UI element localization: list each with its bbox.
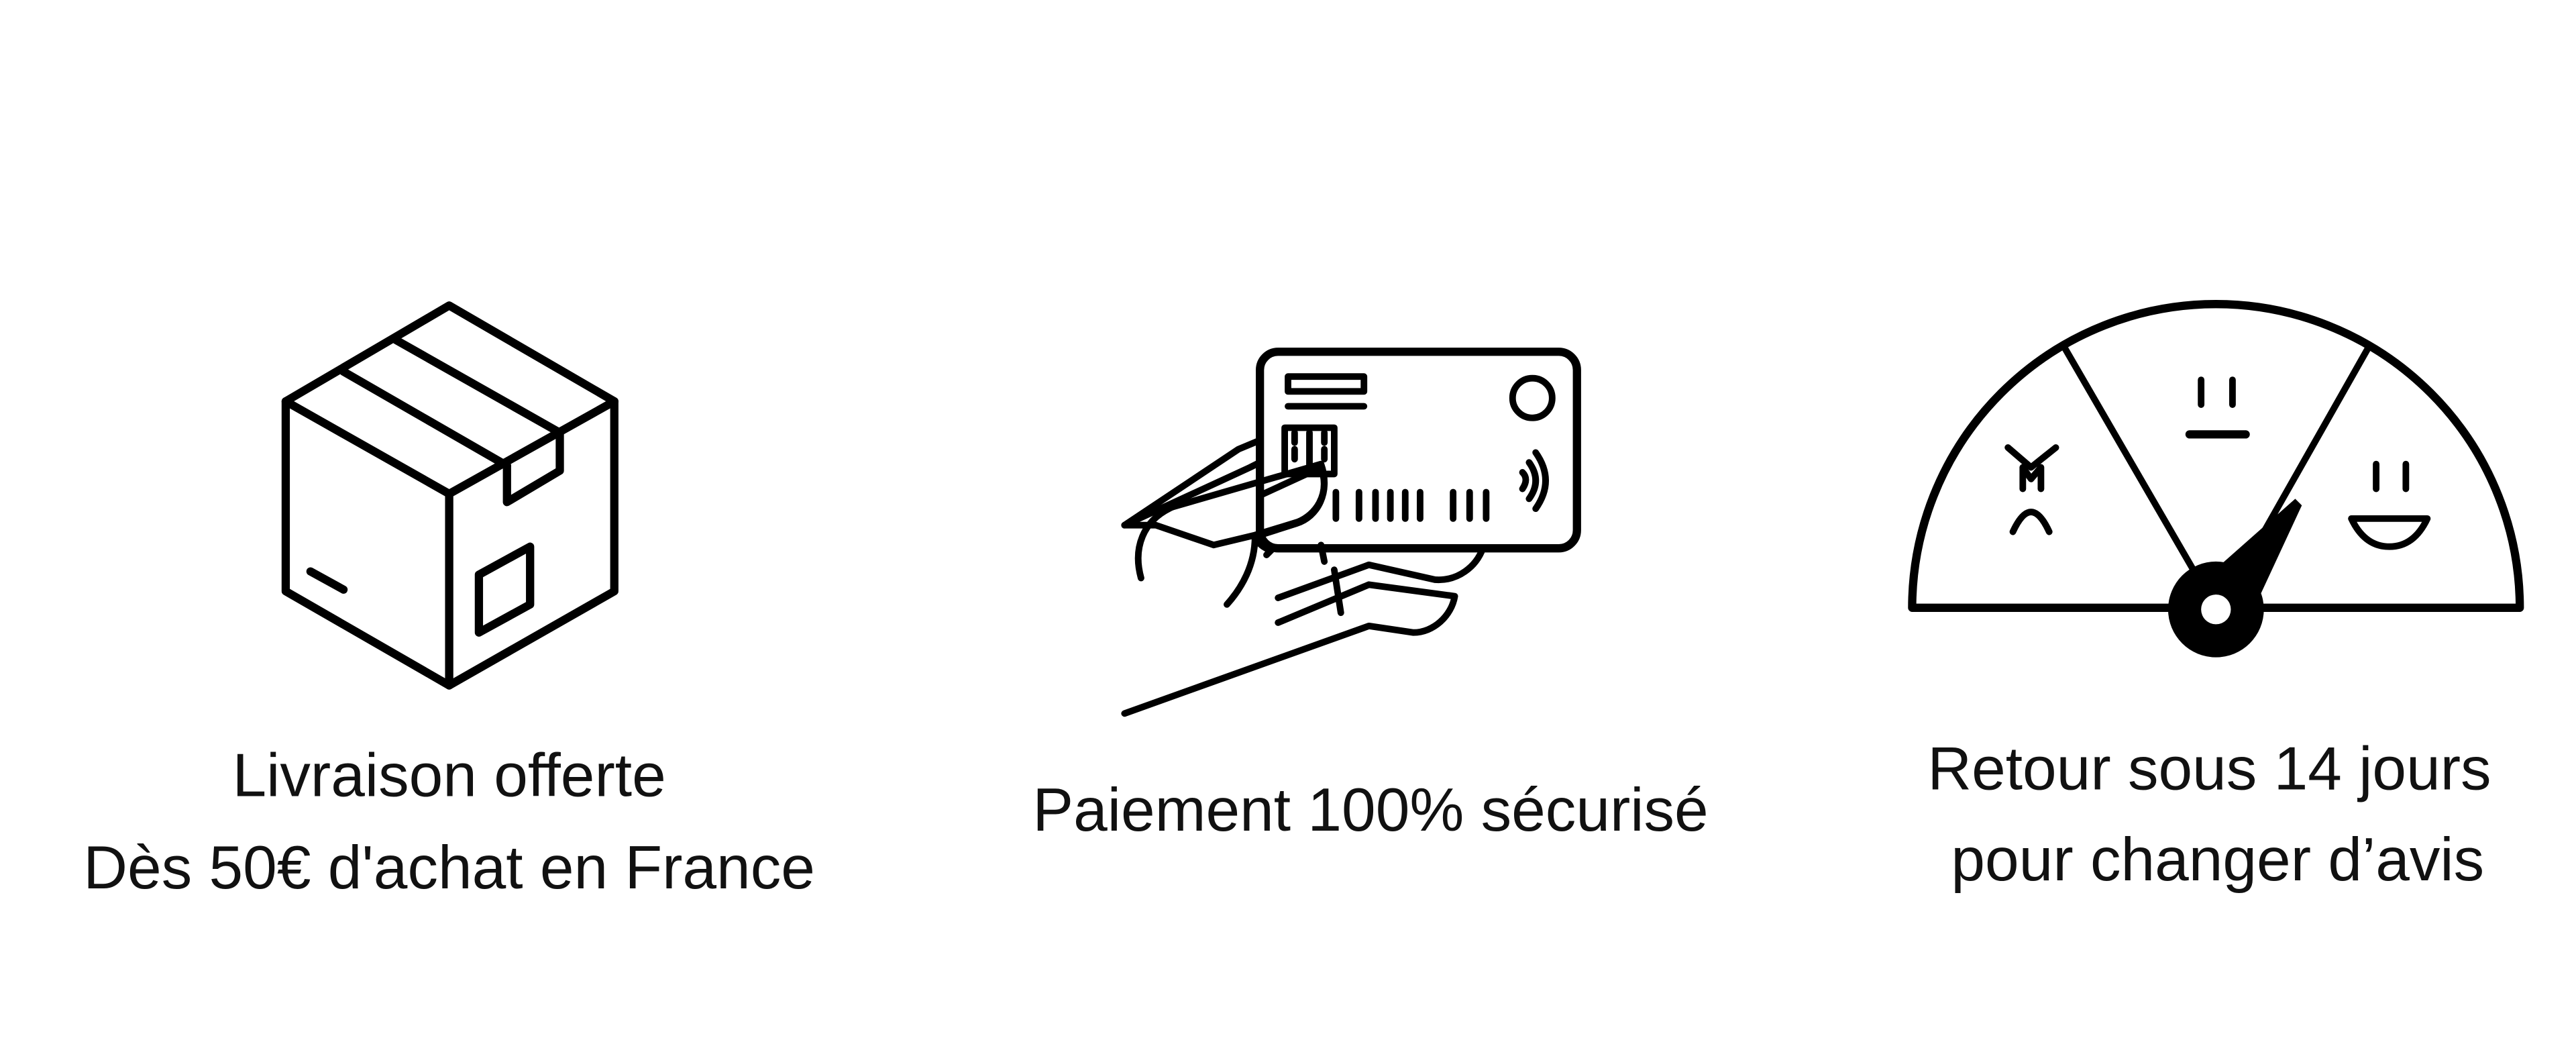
feature-free-delivery: Livraison offerte Dès 50€ d'achat en Fra… xyxy=(83,301,815,902)
card-number-icon xyxy=(1332,488,1490,522)
credit-card-hand-icon xyxy=(1121,348,1581,717)
feature-title: Retour sous 14 jours xyxy=(1927,735,2491,803)
contactless-icon xyxy=(1519,449,1549,513)
feature-subtitle: pour changer d’avis xyxy=(1951,826,2484,894)
feature-secure-payment: Paiement 100% sécurisé xyxy=(1032,348,1709,844)
feature-returns: Retour sous 14 jours pour changer d’avis xyxy=(1908,299,2524,894)
satisfaction-gauge-icon xyxy=(1908,299,2524,658)
neutral-face-icon xyxy=(2185,376,2250,439)
happy-face-icon xyxy=(2348,460,2431,550)
feature-subtitle: Dès 50€ d'achat en France xyxy=(83,834,815,902)
feature-title: Paiement 100% sécurisé xyxy=(1032,776,1708,844)
package-box-icon xyxy=(281,301,619,690)
feature-title: Livraison offerte xyxy=(232,741,665,809)
angry-face-icon xyxy=(2004,444,2059,535)
